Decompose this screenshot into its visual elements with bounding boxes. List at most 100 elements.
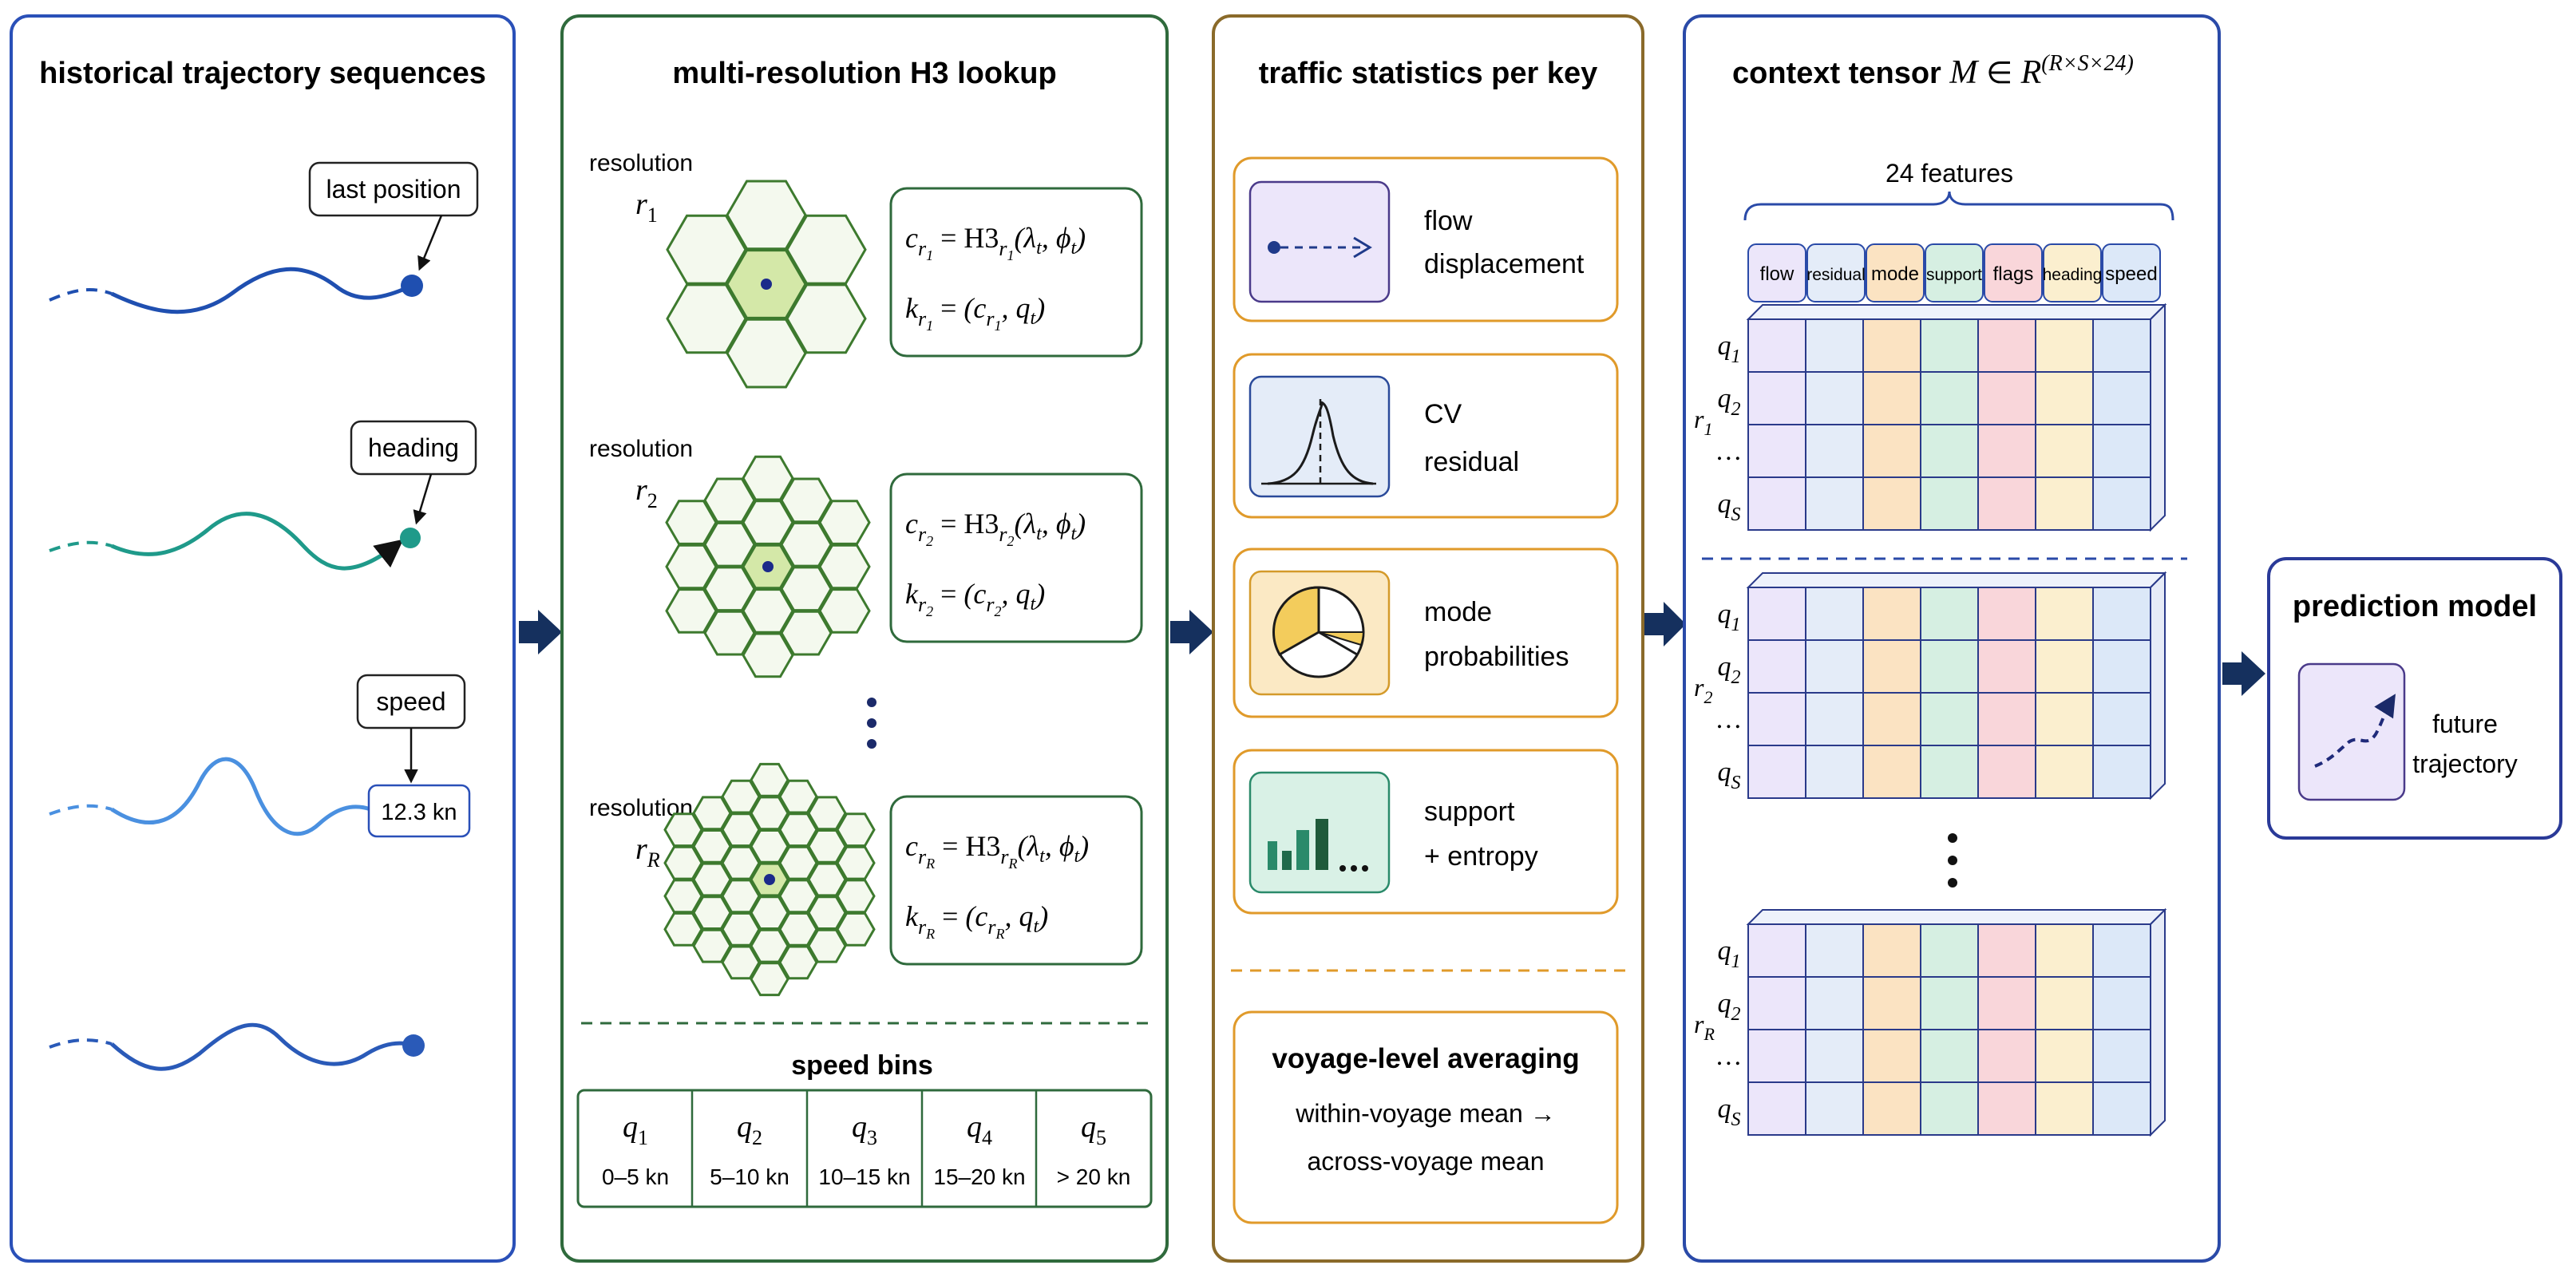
tensor-cell (1862, 976, 1921, 1030)
hex-cell (807, 796, 847, 831)
hex-cell (692, 928, 732, 963)
resolution-ellipsis (867, 698, 876, 749)
tensor-cell (1747, 1029, 1806, 1083)
tensor-cell (2035, 745, 2094, 799)
feature-header-label: heading (2043, 266, 2103, 284)
card-4-line1: support (1424, 797, 1515, 827)
hexgrid-resolution-R (663, 762, 876, 997)
tensor-cell (1862, 318, 1921, 373)
hex-cell (726, 180, 807, 251)
model-line2: trajectory (2412, 749, 2518, 778)
tensor-cell (2092, 1081, 2151, 1136)
hex-cell (836, 879, 876, 914)
speed-bin-q4: q4 (967, 1110, 992, 1149)
feature-header-label: flags (1993, 263, 2034, 285)
tensor-cell (1862, 587, 1921, 641)
hex-cell (778, 911, 818, 947)
cell-formula-2: cr2 = H3r2(λt, ϕt) (905, 508, 1086, 549)
heading-label: heading (368, 433, 459, 462)
flow-arrow-1 (519, 610, 562, 654)
hex-cell (721, 879, 761, 914)
tensor-cell (1805, 424, 1864, 478)
tensor-cell (1977, 476, 2036, 531)
tensor-cell (1920, 923, 1979, 978)
tensor-cell (2092, 476, 2151, 531)
position-dot (762, 561, 774, 572)
tensor-cell (2035, 639, 2094, 694)
h3-formula-box-2: cr2 = H3r2(λt, ϕt) kr2 = (cr2, qt) (889, 472, 1143, 643)
card-1-line1: flow (1424, 206, 1473, 236)
feature-header-flow (1747, 243, 1806, 302)
tensor-row-label: … (1717, 1042, 1741, 1071)
heading-pointer (413, 473, 433, 525)
feature-header-label: mode (1871, 263, 1919, 285)
tensor-cell (2092, 976, 2151, 1030)
feature-header-label: support (1926, 266, 1982, 284)
speed-bin-q5: q5 (1081, 1110, 1106, 1149)
tensor-cell (1805, 745, 1864, 799)
tensor-cell (1805, 692, 1864, 746)
hex-cell (818, 544, 871, 590)
h3-formula-box-R: crR = H3rR(λt, ϕt) krR = (crR, qt) (889, 795, 1143, 966)
tensor-cell (1920, 371, 1979, 425)
tensor-cell (1920, 639, 1979, 694)
tensor-cell (2035, 318, 2094, 373)
feature-header-residual (1806, 243, 1866, 302)
hex-cell (665, 500, 718, 545)
hexgrid-resolution-1 (666, 180, 867, 389)
voyage-averaging-box: voyage-level averaging within-voyage mea… (1233, 1010, 1619, 1224)
hex-cell (742, 455, 794, 501)
speed-bins-title: speed bins (791, 1050, 933, 1081)
tensor-cell (1920, 745, 1979, 799)
resolution-symbol-R: rR (635, 832, 660, 872)
hex-cell (721, 911, 761, 947)
hex-cell (663, 879, 703, 914)
traffic-panel: traffic statistics per key flow displace… (1212, 14, 1644, 1263)
position-dot (761, 279, 772, 290)
speed-value: 12.3 kn (381, 800, 457, 825)
hex-cell (663, 911, 703, 947)
tensor-cell (1920, 587, 1979, 641)
tensor-cell (1747, 923, 1806, 978)
hex-cell (807, 928, 847, 963)
trajectory-1-dashed (49, 288, 113, 302)
hex-cell (750, 762, 789, 797)
history-panel-title: historical trajectory sequences (39, 57, 486, 90)
tensor-cell (1747, 318, 1806, 373)
voyage-line1: within-voyage mean → (1295, 1099, 1555, 1128)
key-formula-1: kr1 = (cr1, qt) (905, 292, 1045, 334)
feature-header-support (1925, 243, 1984, 302)
tensor-cell (1805, 1081, 1864, 1136)
hex-cell (665, 544, 718, 590)
tensor-row-label: q1 (1718, 936, 1741, 972)
speed-bin-range-2: 5–10 kn (710, 1164, 789, 1189)
hex-cell (836, 845, 876, 880)
tensor-cell (1862, 476, 1921, 531)
hex-cell (721, 779, 761, 814)
tensor-cell (2035, 476, 2094, 531)
hex-cell (742, 588, 794, 634)
tensor-cell (2035, 1081, 2094, 1136)
tensor-cell (2092, 318, 2151, 373)
speed-bin-range-4: 15–20 kn (933, 1164, 1025, 1189)
h3-formula-box-1: cr1 = H3r1(λt, ϕt) kr1 = (cr1, qt) (889, 187, 1143, 358)
hex-cell (666, 214, 747, 285)
hex-cell (750, 796, 789, 831)
tensor-cell (2092, 587, 2151, 641)
resolution-label-1: resolution (589, 150, 693, 176)
key-formula-R: krR = (crR, qt) (905, 900, 1048, 942)
tensor-row-label: q1 (1718, 331, 1741, 367)
hex-cell (780, 477, 833, 524)
hex-cell (750, 962, 789, 997)
tensor-cell (2092, 1029, 2151, 1083)
hexgrid-resolution-2 (665, 455, 871, 678)
hex-cell (780, 521, 833, 567)
trajectory-1 (110, 267, 414, 314)
hex-cell (780, 566, 833, 612)
h3-panel-title: multi-resolution H3 lookup (672, 57, 1056, 90)
tensor-cell (1977, 587, 2036, 641)
card-2-line2: residual (1424, 447, 1519, 477)
hex-cell (742, 632, 794, 678)
